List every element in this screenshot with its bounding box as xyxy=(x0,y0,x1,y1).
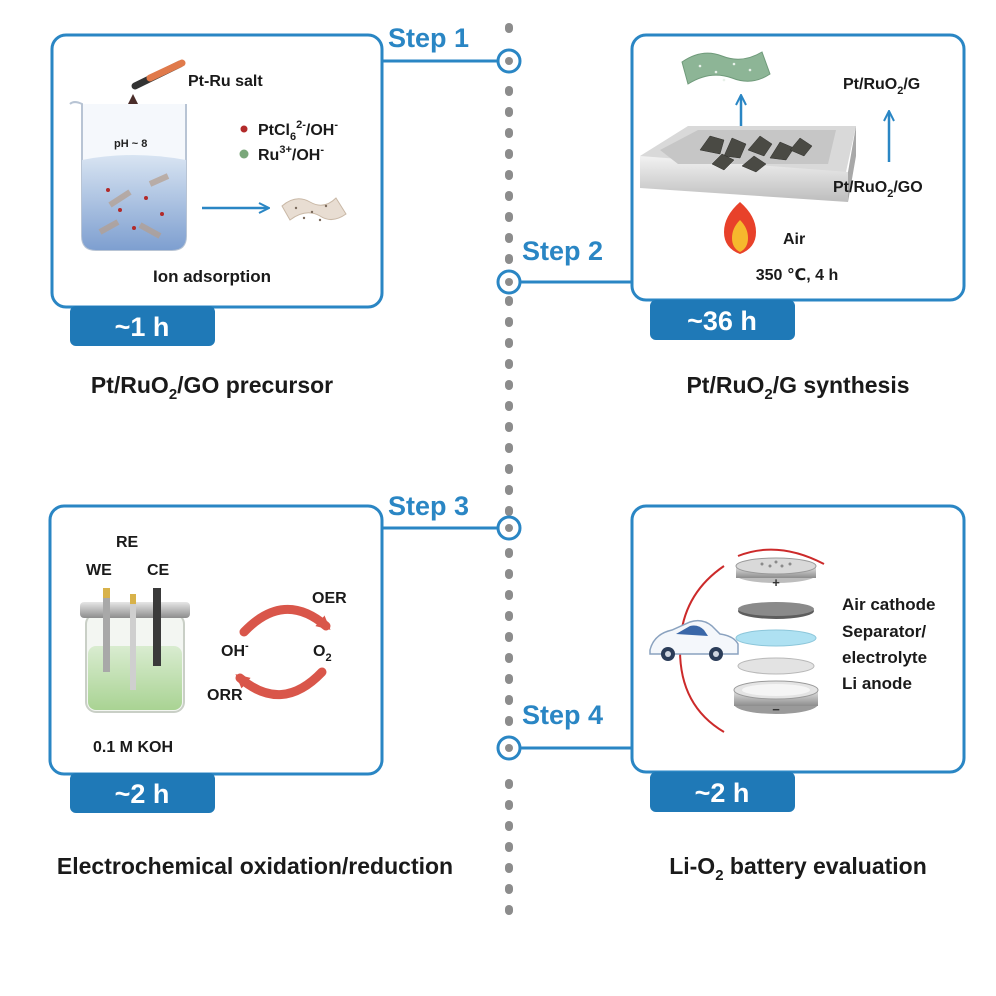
timeline-dot xyxy=(505,905,513,915)
timeline-dot xyxy=(505,191,513,201)
timeline-dot xyxy=(505,170,513,180)
step-3-group: Step 3 ~2 h Electrochemical oxidation/re… xyxy=(48,491,522,879)
timeline-dot xyxy=(505,485,513,495)
legend-green-dot xyxy=(239,149,249,159)
timeline-dots xyxy=(505,23,513,915)
timeline-dot xyxy=(505,506,513,516)
car-icon xyxy=(649,619,739,661)
step-4-duration-badge xyxy=(650,772,795,812)
electrolyte-label: 0.1 M KOH xyxy=(93,739,173,756)
minus-sign: − xyxy=(772,702,780,717)
timeline-dot xyxy=(505,800,513,810)
layer-li-anode: Li anode xyxy=(842,674,912,693)
step-2-duration: ~36 h xyxy=(687,306,757,336)
plus-sign: + xyxy=(772,575,780,590)
timeline-dot xyxy=(505,695,513,705)
o2-label: O2 xyxy=(313,643,332,664)
step-2-group: Step 2 ~36 h Pt/RuO2/G synthesis Pt/RuO2… xyxy=(496,33,966,403)
electrochemical-cell-icon xyxy=(80,588,190,713)
timeline-dot xyxy=(505,149,513,159)
timeline-dot xyxy=(505,254,513,264)
timeline-dot xyxy=(505,569,513,579)
step-1-node-dot xyxy=(505,57,513,65)
oh-label: OH- xyxy=(221,640,249,660)
timeline-dot xyxy=(505,779,513,789)
step-4-group: Step 4 ~2 h Li-O2 battery evaluation + xyxy=(496,504,966,884)
timeline-dot xyxy=(505,884,513,894)
timeline-dot xyxy=(505,590,513,600)
timeline-dot xyxy=(505,23,513,33)
salt-label: Pt-Ru salt xyxy=(188,73,263,90)
step-1-label: Step 1 xyxy=(388,23,469,53)
step-4-caption: Li-O2 battery evaluation xyxy=(669,853,927,884)
we-label: WE xyxy=(86,562,112,579)
timeline-dot xyxy=(505,674,513,684)
timeline-dot xyxy=(505,716,513,726)
step-3-duration-badge xyxy=(70,773,215,813)
timeline-dot xyxy=(505,296,513,306)
timeline-dot xyxy=(505,443,513,453)
legend-ptcl: PtCl62-/OH- xyxy=(258,119,338,143)
flame-icon xyxy=(724,202,756,254)
coin-cell-icon: + − xyxy=(733,557,819,717)
precursor-label: Pt/RuO2/GO xyxy=(833,179,923,200)
timeline-dot xyxy=(505,338,513,348)
timeline-dot xyxy=(505,863,513,873)
timeline-dot xyxy=(505,359,513,369)
ph-label: pH ~ 8 xyxy=(114,138,147,150)
step-1-duration: ~1 h xyxy=(115,312,170,342)
timeline-dot xyxy=(505,611,513,621)
ion-adsorption-label: Ion adsorption xyxy=(153,267,271,286)
timeline-dot xyxy=(505,821,513,831)
layer-separator: Separator/ xyxy=(842,622,926,641)
orr-label: ORR xyxy=(207,687,243,704)
step-4-label: Step 4 xyxy=(522,700,603,730)
timeline-dot xyxy=(505,653,513,663)
crucible-icon xyxy=(640,126,856,202)
graphene-sheet-icon xyxy=(281,197,347,222)
re-label: RE xyxy=(116,534,139,551)
graphene-sheet-icon xyxy=(681,51,771,85)
step-3-node-dot xyxy=(505,524,513,532)
step-4-node-dot xyxy=(505,744,513,752)
step-1-group: Step 1 ~1 h Pt/RuO2/GO precursor Pt-Ru s… xyxy=(50,23,522,403)
timeline-dot xyxy=(505,86,513,96)
legend-red-dot xyxy=(240,125,248,133)
step-2-caption: Pt/RuO2/G synthesis xyxy=(686,372,909,403)
step-3-duration: ~2 h xyxy=(115,779,170,809)
timeline-dot xyxy=(505,233,513,243)
step-2-label: Step 2 xyxy=(522,236,603,266)
step-1-duration-badge xyxy=(70,306,215,346)
timeline-dot xyxy=(505,380,513,390)
timeline-dot xyxy=(505,317,513,327)
layer-electrolyte: electrolyte xyxy=(842,648,927,667)
oer-label: OER xyxy=(312,590,347,607)
timeline-dot xyxy=(505,632,513,642)
step-2-node-dot xyxy=(505,278,513,286)
atmosphere-label: Air xyxy=(783,231,805,248)
timeline-dot xyxy=(505,842,513,852)
step-2-duration-badge xyxy=(650,300,795,340)
ce-label: CE xyxy=(147,562,170,579)
product-label: Pt/RuO2/G xyxy=(843,76,920,97)
step-1-caption: Pt/RuO2/GO precursor xyxy=(91,372,333,403)
redox-cycle-icon xyxy=(235,604,331,700)
timeline-dot xyxy=(505,464,513,474)
timeline-dot xyxy=(505,422,513,432)
timeline-dot xyxy=(505,401,513,411)
step-3-label: Step 3 xyxy=(388,491,469,521)
conditions-label: 350 ℃, 4 h xyxy=(756,267,839,284)
bracket-arc-top xyxy=(737,548,825,565)
legend-ru: Ru3+/OH- xyxy=(258,144,324,164)
step-4-duration: ~2 h xyxy=(695,778,750,808)
timeline-dot xyxy=(505,548,513,558)
timeline-dot xyxy=(505,212,513,222)
layer-air-cathode: Air cathode xyxy=(842,595,936,614)
timeline-dot xyxy=(505,107,513,117)
step-3-caption: Electrochemical oxidation/reduction xyxy=(57,853,453,879)
beaker-icon xyxy=(69,101,187,251)
timeline-dot xyxy=(505,128,513,138)
